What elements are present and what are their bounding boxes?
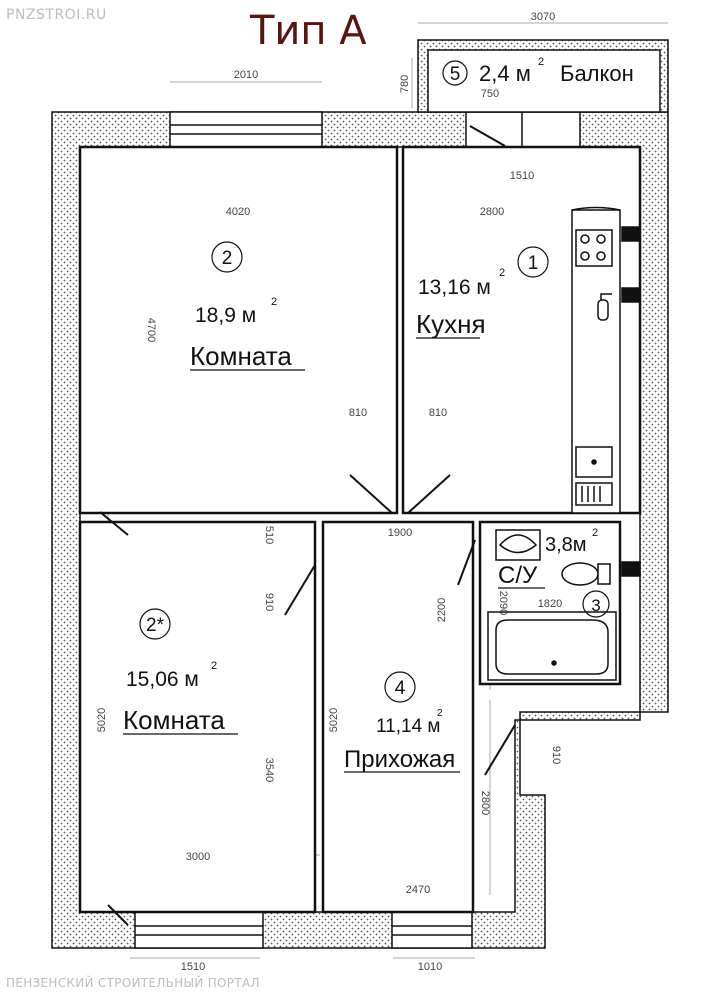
room4-number: 4 — [395, 678, 406, 699]
room2s-name: Комната — [123, 705, 225, 735]
dim-5020-left: 5020 — [96, 708, 108, 732]
dim-3540: 3540 — [263, 758, 275, 782]
room2-number: 2 — [222, 248, 233, 269]
doors — [99, 125, 516, 926]
dim-2800-hall: 2800 — [479, 791, 491, 815]
dim-4020: 4020 — [226, 206, 250, 218]
dim-5020-hall: 5020 — [328, 708, 340, 732]
room4-area-sup: 2 — [437, 708, 443, 719]
dim-2470: 2470 — [406, 884, 430, 896]
utility-risers — [621, 226, 641, 577]
room2s-area: 15,06 м — [126, 668, 199, 691]
dim-1900: 1900 — [388, 527, 412, 539]
room2-area-sup: 2 — [271, 296, 277, 308]
dim-2200: 2200 — [436, 598, 448, 622]
interior-walls — [78, 145, 642, 914]
dim-910-hall: 910 — [550, 746, 562, 764]
balcony-number: 5 — [450, 64, 461, 85]
watermark-top: PNZSTROI.RU — [6, 7, 107, 23]
balcony-name: Балкон — [560, 61, 634, 86]
room1-area: 13,16 м — [418, 276, 491, 299]
kitchen-equipment — [571, 206, 621, 514]
room3-number: 3 — [591, 596, 600, 615]
dim-3070: 3070 — [531, 11, 555, 23]
balcony-area: 2,4 м — [479, 61, 531, 86]
dim-3000: 3000 — [186, 851, 210, 863]
dim-2010: 2010 — [234, 69, 258, 81]
dim-2090: 2090 — [497, 591, 509, 615]
dimension-labels: 3070 780 750 2010 1510 4020 2800 4700 81… — [96, 11, 562, 973]
room4-area: 11,14 м — [376, 716, 440, 737]
room2-area: 18,9 м — [195, 304, 256, 327]
room3-name: С/У — [498, 562, 538, 589]
room2s-number: 2* — [146, 615, 165, 636]
bathroom-equipment — [487, 529, 617, 681]
room3-area: 3,8м — [545, 534, 587, 556]
dim-1510-bottom: 1510 — [181, 961, 205, 973]
dim-1820: 1820 — [538, 598, 562, 610]
room4-name: Прихожая — [344, 746, 455, 773]
dim-1010: 1010 — [418, 961, 442, 973]
room1-area-sup: 2 — [499, 267, 505, 279]
dim-810-left: 810 — [349, 407, 367, 419]
dim-4700: 4700 — [145, 318, 157, 342]
dim-510: 510 — [263, 526, 275, 544]
dim-2800-kitchen: 2800 — [480, 206, 504, 218]
room3-area-sup: 2 — [592, 527, 598, 539]
room1-number: 1 — [528, 253, 539, 274]
plan-title: Тип А — [250, 8, 367, 54]
dim-810-right: 810 — [429, 407, 447, 419]
dim-780: 780 — [399, 75, 411, 93]
dim-750: 750 — [481, 88, 499, 100]
balcony — [417, 39, 669, 113]
room1-name: Кухня — [416, 309, 486, 339]
dim-910-room: 910 — [263, 593, 275, 611]
room-number-circles — [139, 60, 610, 703]
room2s-area-sup: 2 — [211, 660, 217, 672]
dim-1510-top: 1510 — [510, 170, 534, 182]
balcony-area-sup: 2 — [538, 56, 544, 68]
watermark-bottom: ПЕНЗЕНСКИЙ СТРОИТЕЛЬНЫЙ ПОРТАЛ — [6, 976, 260, 990]
room2-name: Комната — [190, 341, 292, 371]
